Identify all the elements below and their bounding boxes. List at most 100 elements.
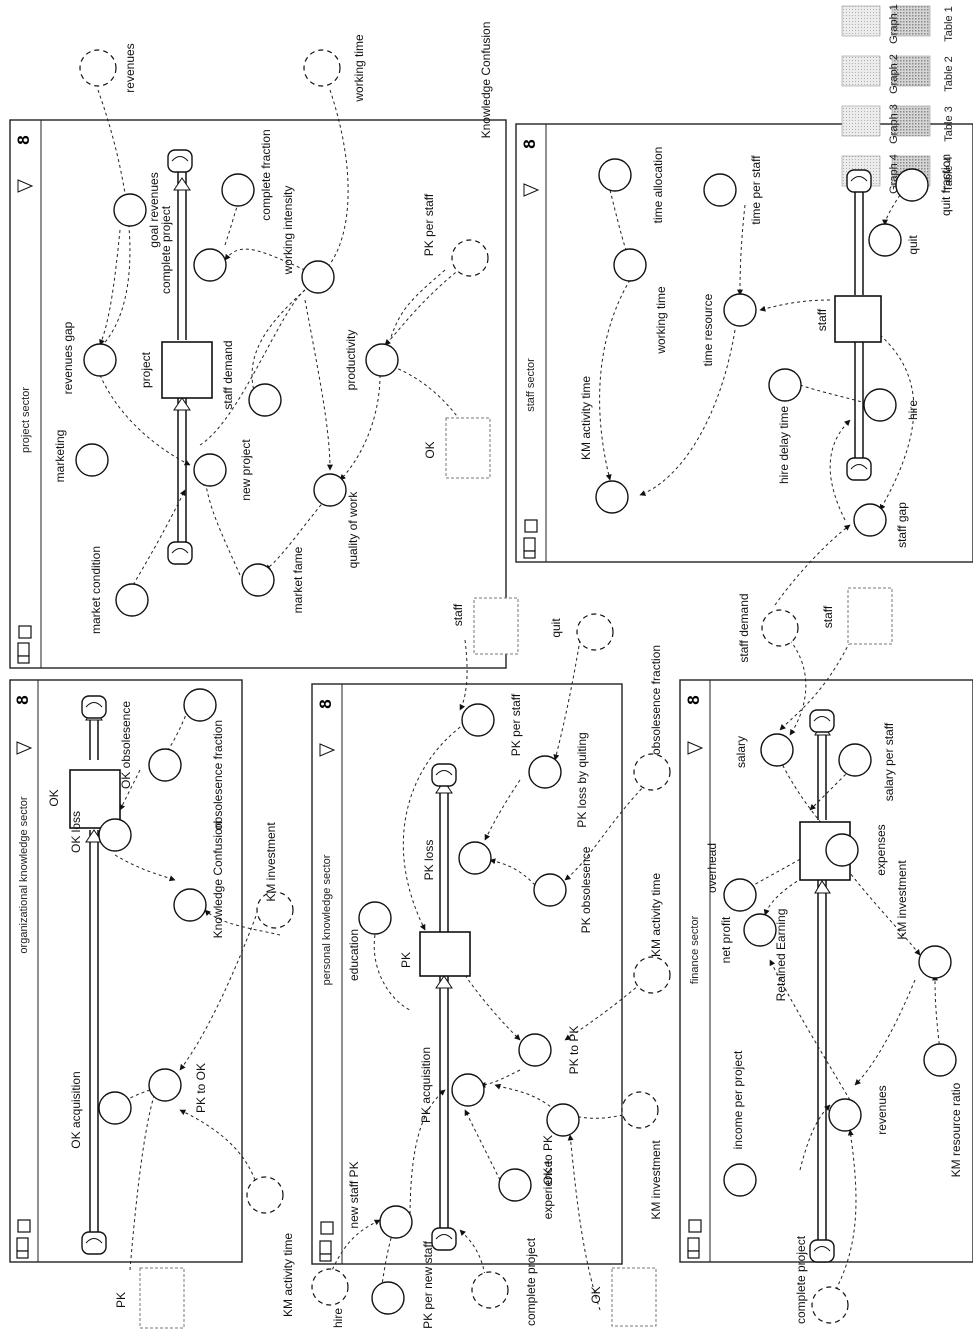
quit-ghost-node[interactable] [576, 613, 614, 651]
obsolesence-fraction-node[interactable] [183, 688, 217, 722]
staff-box-fin[interactable] [847, 587, 893, 645]
complete-project-fin-ghost-node[interactable] [811, 1286, 849, 1324]
staff-stock[interactable] [834, 295, 882, 343]
productivity-node[interactable] [365, 343, 399, 377]
label-obsolesence-fraction-ghost: obsolesence fraction [649, 645, 663, 755]
label-complete-fraction: complete fraction [259, 129, 273, 220]
obsolesence-fraction-ghost-node[interactable] [633, 753, 671, 791]
cloud-icons [81, 149, 872, 1263]
ok-stock[interactable] [69, 769, 121, 829]
pk-loss-node[interactable] [458, 841, 492, 875]
pk-box[interactable] [139, 1267, 185, 1329]
complete-project-node[interactable] [193, 248, 227, 282]
km-activity-time-ok-ghost-node[interactable] [246, 1176, 284, 1214]
pk-per-staff-ghost-node[interactable] [451, 239, 489, 277]
label-staff-stock: staff [815, 308, 829, 331]
table-1-swatch[interactable] [891, 5, 931, 37]
overhead-node[interactable] [723, 878, 757, 912]
working-intensity-node[interactable] [301, 260, 335, 294]
working-time-ghost-node[interactable] [303, 49, 341, 87]
table-3-swatch[interactable] [891, 105, 931, 137]
staff-sector-panel[interactable]: staff sector 8 [515, 123, 973, 563]
label-km-activity-time: KM activity time [579, 376, 593, 460]
salary-per-staff-node[interactable] [838, 743, 872, 777]
km-investment-pk-ghost-node[interactable] [621, 1091, 659, 1129]
pk-to-ok-node[interactable] [148, 1068, 182, 1102]
label-complete-project: complete project [159, 205, 173, 294]
marketing-node[interactable] [75, 443, 109, 477]
table-2-swatch[interactable] [891, 55, 931, 87]
hire-ghost-node[interactable] [311, 1268, 349, 1306]
km-investment-ok-ghost-node[interactable] [256, 891, 294, 929]
staff-box-pk[interactable] [473, 597, 519, 655]
pk-to-pk-node[interactable] [518, 1033, 552, 1067]
label-pk-to-ok: PK to OK [194, 1063, 208, 1113]
salary-node[interactable] [760, 733, 794, 767]
new-project-node[interactable] [193, 453, 227, 487]
quit-fraction-node[interactable] [895, 168, 929, 202]
graph-1-swatch[interactable] [841, 5, 881, 37]
income-per-project-node[interactable] [723, 1163, 757, 1197]
cloud-icon [809, 709, 835, 733]
expenses-node[interactable] [825, 833, 859, 867]
cloud-icon [846, 457, 872, 481]
label-pk-acquisition: PK acquisition [419, 1047, 433, 1123]
hire-node[interactable] [863, 388, 897, 422]
label-goal-revenues: goal revenues [147, 172, 161, 247]
working-time-node[interactable] [613, 248, 647, 282]
km-investment-fin-node[interactable] [918, 945, 952, 979]
ok-box-pk[interactable] [611, 1267, 657, 1327]
staff-sector-title: staff sector [525, 358, 537, 412]
label-pk-per-new-staff: PK per new staff [421, 1240, 435, 1328]
pk-acquisition-node[interactable] [451, 1073, 485, 1107]
label-market-condition: market condition [89, 546, 103, 634]
time-resource-node[interactable] [723, 293, 757, 327]
cloud-icon [809, 1239, 835, 1263]
km-resource-ratio-node[interactable] [923, 1043, 957, 1077]
net-profit-node[interactable] [743, 913, 777, 947]
organizational-knowledge-sector-panel[interactable]: organizational knowledge sector 8 [9, 679, 243, 1263]
market-fame-node[interactable] [241, 563, 275, 597]
staff-demand-ghost-node[interactable] [761, 609, 799, 647]
quality-of-work-node[interactable] [313, 473, 347, 507]
revenues-ghost-node[interactable] [79, 49, 117, 87]
label-hire: hire [906, 400, 920, 420]
pk-loss-by-quiting-node[interactable] [528, 755, 562, 789]
project-stock[interactable] [161, 341, 213, 399]
time-allocation-node[interactable] [598, 158, 632, 192]
label-staff-demand: staff demand [221, 340, 235, 409]
ok-to-pk-node[interactable] [546, 1103, 580, 1137]
label-ok-stock: OK [47, 789, 61, 806]
legend-table-1: Table 1 [943, 6, 955, 41]
knowledge-confusion-node[interactable] [173, 888, 207, 922]
km-activity-time-pk-ghost-node[interactable] [633, 956, 671, 994]
ghost-nodes [79, 49, 893, 1329]
market-condition-node[interactable] [115, 583, 149, 617]
label-km-activity-time-pk: KM activity time [649, 873, 663, 957]
pk-per-new-staff-node[interactable] [371, 1281, 405, 1315]
experience-node[interactable] [498, 1168, 532, 1202]
pk-per-staff-node[interactable] [461, 703, 495, 737]
ok-loss-node[interactable] [98, 818, 132, 852]
staff-gap-node[interactable] [853, 503, 887, 537]
ok-obsolesence-node[interactable] [148, 748, 182, 782]
quit-node[interactable] [868, 223, 902, 257]
goal-revenues-node[interactable] [113, 193, 147, 227]
pk-obsolesence-node[interactable] [533, 873, 567, 907]
label-revenues-ghost: revenues [123, 43, 137, 92]
staff-demand-node[interactable] [248, 383, 282, 417]
hire-delay-time-node[interactable] [768, 368, 802, 402]
new-staff-pk-node[interactable] [379, 1205, 413, 1239]
revenues-node[interactable] [828, 1098, 862, 1132]
complete-project-pk-ghost-node[interactable] [471, 1271, 509, 1309]
ok-box[interactable] [445, 417, 491, 479]
complete-fraction-node[interactable] [221, 173, 255, 207]
education-node[interactable] [358, 901, 392, 935]
km-activity-time-node[interactable] [595, 480, 629, 514]
revenues-gap-node[interactable] [83, 343, 117, 377]
ok-acquisition-node[interactable] [98, 1091, 132, 1125]
time-per-staff-node[interactable] [703, 173, 737, 207]
pk-stock[interactable] [419, 931, 471, 977]
graph-3-swatch[interactable] [841, 105, 881, 137]
graph-2-swatch[interactable] [841, 55, 881, 87]
